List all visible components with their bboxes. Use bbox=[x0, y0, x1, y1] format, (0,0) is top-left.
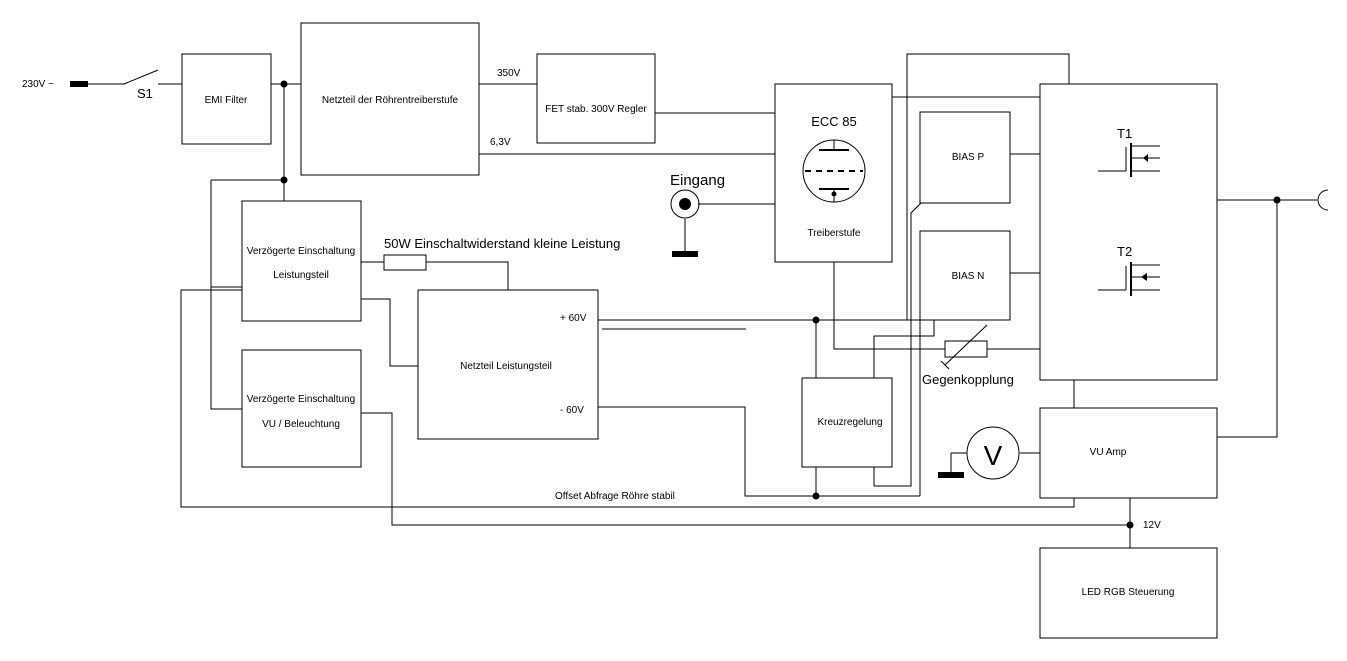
mosfet-t1-icon bbox=[1098, 143, 1160, 177]
label-t1: T1 bbox=[1117, 126, 1132, 141]
bias-n-label: BIAS N bbox=[952, 271, 985, 282]
ground-icon bbox=[672, 251, 698, 257]
ground-icon bbox=[938, 472, 964, 478]
junctions bbox=[280, 80, 1281, 529]
bias-p-label: BIAS P bbox=[952, 152, 985, 163]
delay-vu-label-1: Verzögerte Einschaltung bbox=[247, 394, 355, 405]
trimmer-tick bbox=[940, 360, 950, 370]
mains-plug-icon bbox=[70, 81, 88, 87]
label-plus60: + 60V bbox=[560, 313, 587, 324]
junction-dot bbox=[812, 316, 820, 324]
tube-subtitle: Treiberstufe bbox=[808, 228, 861, 239]
vu-delay-to-12v bbox=[361, 412, 1130, 526]
delay-power-label-1: Verzögerte Einschaltung bbox=[247, 246, 355, 257]
label-mains: 230V ~ bbox=[22, 79, 54, 90]
label-minus60: - 60V bbox=[560, 405, 584, 416]
switch-s1-blade bbox=[123, 69, 159, 85]
junction-dot bbox=[1273, 196, 1281, 204]
tube-heater-dot bbox=[831, 191, 837, 197]
junction-dot bbox=[280, 176, 288, 184]
emi-filter-label: EMI Filter bbox=[205, 95, 248, 106]
block-bias-p bbox=[919, 111, 1011, 204]
feedback-resistor-body bbox=[944, 340, 988, 358]
tube-title: ECC 85 bbox=[811, 114, 857, 129]
label-gegenkopplung: Gegenkopplung bbox=[922, 372, 1014, 387]
block-netzteil-roehre bbox=[300, 22, 480, 176]
output-jack-icon bbox=[1317, 189, 1329, 211]
junction-dot bbox=[280, 80, 288, 88]
label-350v: 350V bbox=[497, 68, 521, 79]
block-tube bbox=[774, 83, 893, 263]
vu-amp-label: VU Amp bbox=[1090, 447, 1127, 458]
netzteil-leistung-label: Netzteil Leistungsteil bbox=[460, 361, 552, 372]
block-output-stage bbox=[1039, 83, 1218, 381]
fet-regler-label: FET stab. 300V Regler bbox=[545, 104, 647, 115]
block-bias-n bbox=[919, 230, 1011, 321]
resistor-right-wire bbox=[426, 261, 509, 290]
block-netzteil-leistung bbox=[417, 289, 599, 440]
label-6v3: 6,3V bbox=[490, 137, 511, 148]
delay-to-psu-wire bbox=[361, 298, 418, 367]
inrush-resistor bbox=[383, 254, 427, 271]
t2-arrow bbox=[1141, 273, 1147, 281]
kreuzregelung-label: Kreuzregelung bbox=[817, 417, 882, 428]
bias-p-to-kreuz bbox=[873, 202, 922, 487]
netzteil-roehre-label: Netzteil der Röhrentreiberstufe bbox=[322, 95, 459, 106]
input-jack-ring bbox=[670, 189, 700, 219]
label-inrush-resistor: 50W Einschaltwiderstand kleine Leistung bbox=[384, 236, 620, 251]
delay-power-label-2: Leistungsteil bbox=[273, 270, 329, 281]
junction-dot bbox=[1126, 521, 1134, 529]
input-jack-icon bbox=[670, 189, 700, 219]
t1-arrow bbox=[1143, 154, 1148, 162]
label-eingang: Eingang bbox=[670, 172, 725, 189]
block-delay-vu bbox=[241, 349, 362, 468]
minus60-rail bbox=[598, 406, 920, 497]
led-rgb-label: LED RGB Steuerung bbox=[1082, 587, 1175, 598]
label-12v: 12V bbox=[1143, 520, 1161, 531]
tube-symbol-icon bbox=[802, 139, 866, 203]
kreuz-to-bias-wire bbox=[873, 320, 935, 378]
trimmer-arrow bbox=[944, 324, 988, 366]
feedback-resistor bbox=[940, 324, 988, 370]
delay-feed-vu bbox=[210, 180, 242, 410]
tube-feedback-wire bbox=[833, 262, 945, 350]
block-led-rgb bbox=[1039, 547, 1218, 639]
input-jack-pin bbox=[679, 198, 691, 210]
mosfet-t2-icon bbox=[1098, 262, 1160, 296]
delay-vu-label-2: VU / Beleuchtung bbox=[262, 419, 340, 430]
junction-dot bbox=[812, 492, 820, 500]
block-emi-filter bbox=[181, 53, 272, 145]
plus60-to-output bbox=[906, 53, 1070, 320]
block-fet-regler bbox=[536, 53, 656, 144]
voltmeter-label: V bbox=[984, 440, 1003, 471]
output-to-vu-wire bbox=[1217, 200, 1278, 438]
block-vu-amp bbox=[1039, 407, 1218, 499]
voltmeter-icon bbox=[966, 426, 1020, 480]
block-kreuzregelung bbox=[801, 377, 893, 468]
label-switch-s1: S1 bbox=[137, 86, 153, 101]
label-t2: T2 bbox=[1117, 244, 1132, 259]
block-delay-power bbox=[241, 200, 362, 322]
label-offset: Offset Abfrage Röhre stabil bbox=[555, 491, 675, 502]
